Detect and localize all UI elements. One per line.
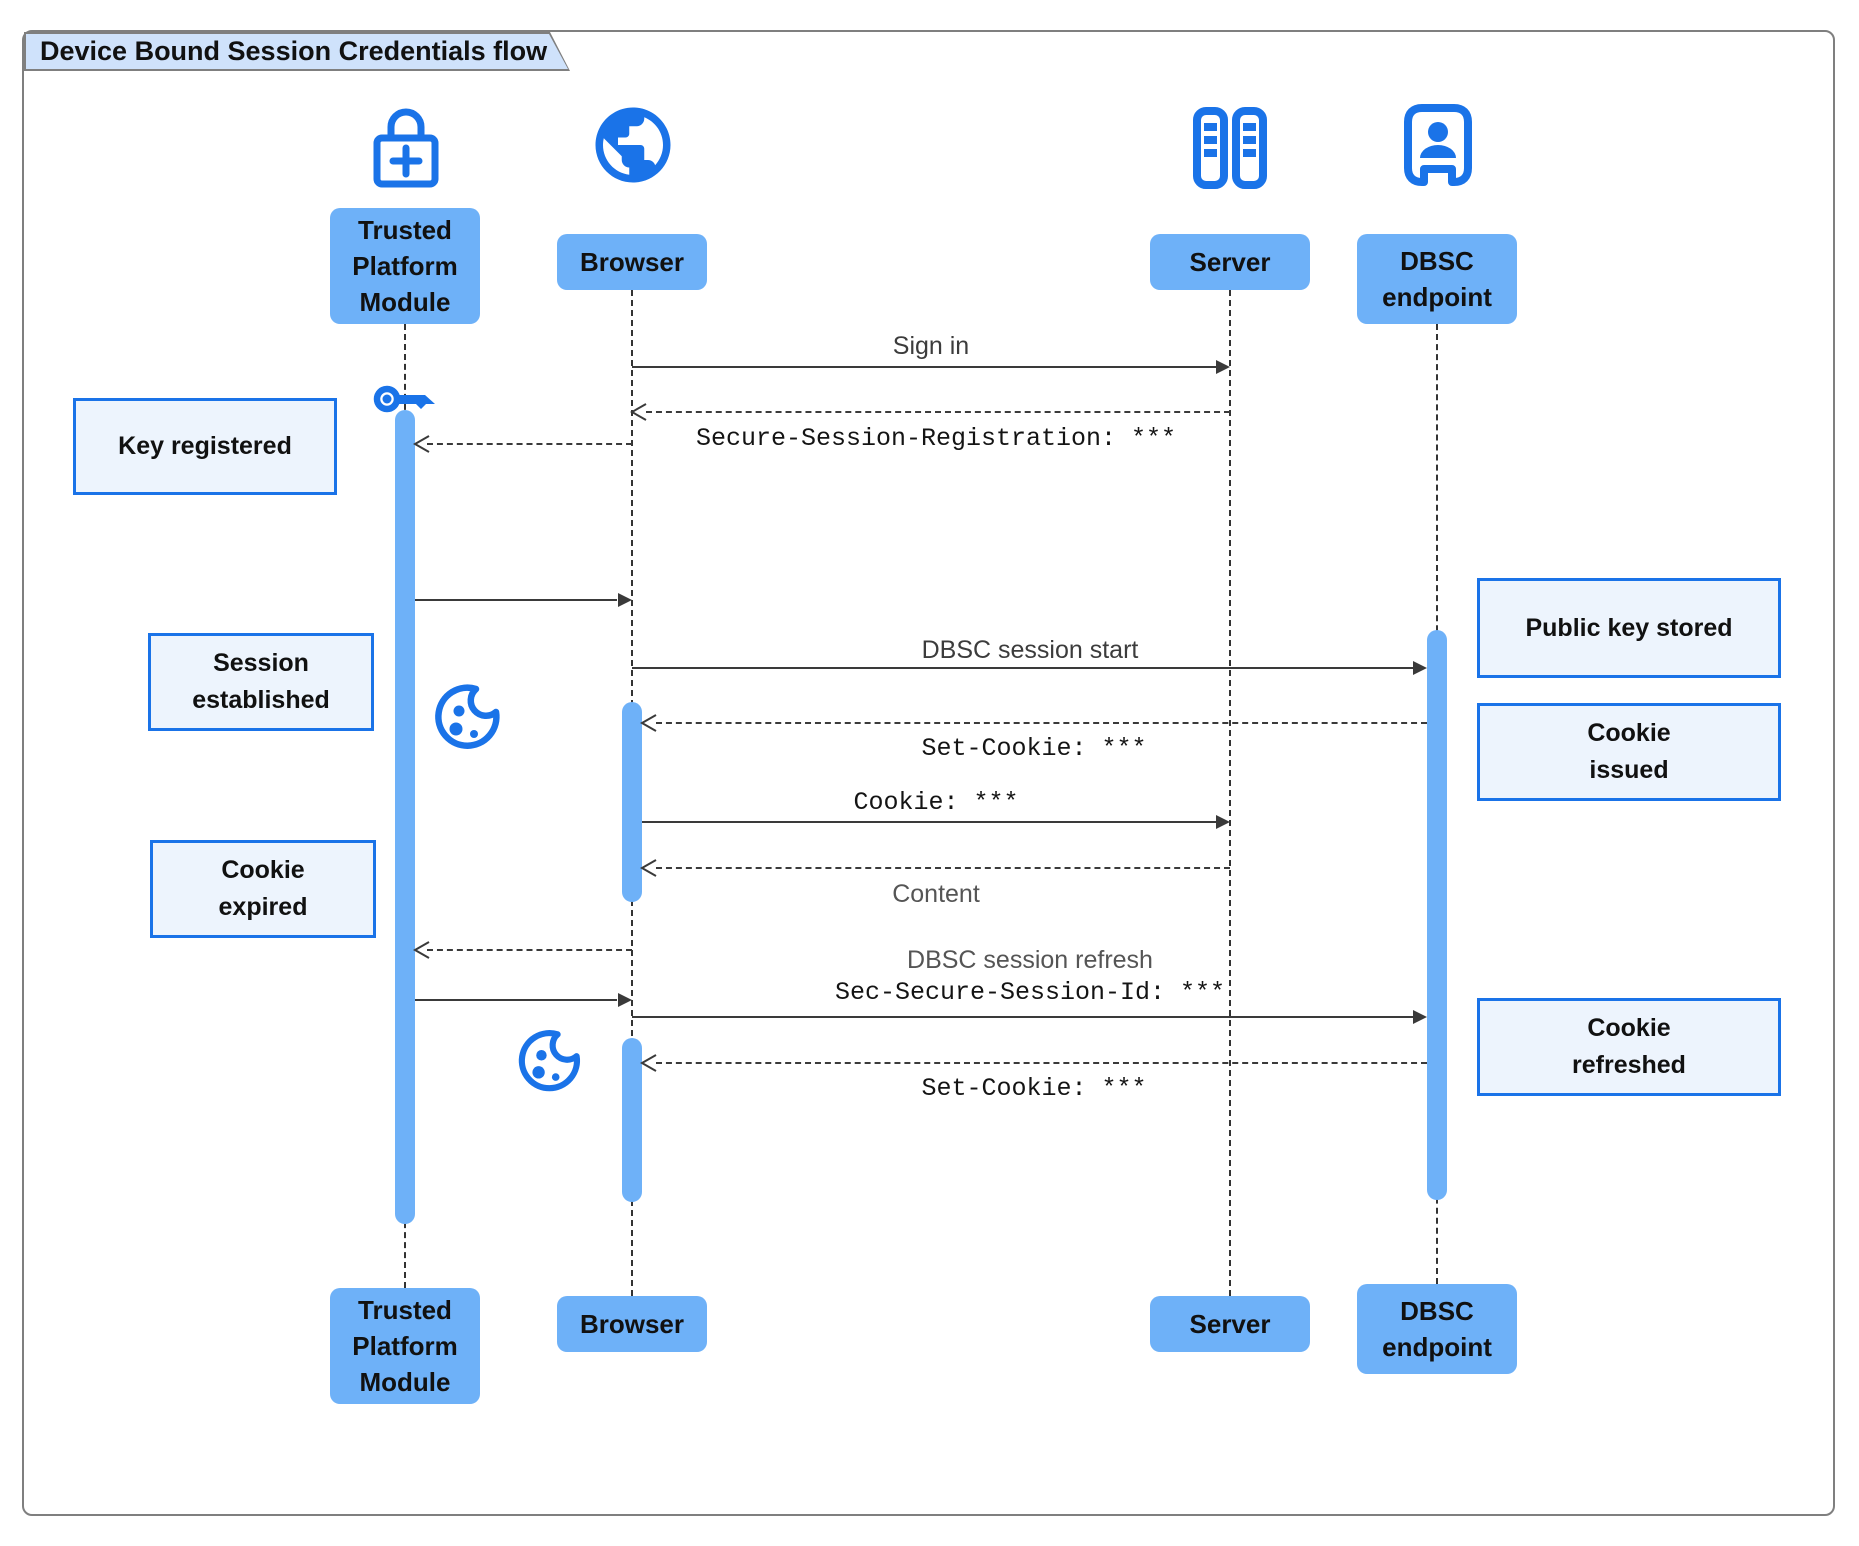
- arrow-sign-in: [632, 366, 1217, 368]
- activation-browser-1: [622, 702, 642, 902]
- message-secure-session-registration: Secure-Session-Registration: ***: [695, 424, 1177, 453]
- arrow-set-cookie-1: [656, 722, 1427, 724]
- note-public-key-stored: Public key stored: [1477, 578, 1781, 678]
- participant-label-tpm-top: Trusted Platform Module: [330, 208, 480, 324]
- arrow-set-cookie-2: [656, 1062, 1427, 1064]
- lock-plus-icon: [373, 108, 439, 188]
- arrowhead-icon: [1413, 1010, 1427, 1024]
- open-arrowhead-icon: [412, 435, 430, 453]
- arrow-tpm-to-browser-2: [415, 999, 617, 1001]
- message-content: Content: [892, 880, 980, 908]
- message-cookie: Cookie: ***: [853, 788, 1019, 817]
- participant-label-dbsc-top: DBSC endpoint: [1357, 234, 1517, 324]
- activation-dbsc: [1427, 630, 1447, 1200]
- participant-label-server-bottom: Server: [1150, 1296, 1310, 1352]
- open-arrowhead-icon: [639, 1054, 657, 1072]
- arrow-dbsc-session-refresh: [632, 1016, 1414, 1018]
- participant-label-server-top: Server: [1150, 234, 1310, 290]
- message-sign-in: Sign in: [892, 332, 970, 360]
- arrow-secure-session-registration: [646, 411, 1230, 413]
- door-user-icon: [1404, 104, 1472, 186]
- arrowhead-icon: [618, 593, 632, 607]
- arrow-content: [656, 867, 1230, 869]
- cookie-icon: [518, 1030, 581, 1092]
- arrow-cookie: [642, 821, 1217, 823]
- note-cookie-issued: Cookie issued: [1477, 703, 1781, 801]
- lifeline-server: [1229, 290, 1231, 1296]
- participant-label-tpm-bottom: Trusted Platform Module: [330, 1288, 480, 1404]
- open-arrowhead-icon: [629, 403, 647, 421]
- participant-label-dbsc-bottom: DBSC endpoint: [1357, 1284, 1517, 1374]
- key-icon: [373, 385, 435, 413]
- arrow-cookie-expired-request: [427, 949, 632, 951]
- page-title: Device Bound Session Credentials flow: [40, 36, 548, 66]
- participant-label-browser-top: Browser: [557, 234, 707, 290]
- arrowhead-icon: [1216, 360, 1230, 374]
- globe-icon: [595, 107, 671, 183]
- note-session-established: Session established: [148, 633, 374, 731]
- arrow-register-key: [427, 443, 632, 445]
- arrowhead-icon: [618, 993, 632, 1007]
- participant-label-browser-bottom: Browser: [557, 1296, 707, 1352]
- message-dbsc-session-refresh: DBSC session refresh: [907, 946, 1153, 974]
- arrow-dbsc-session-start: [632, 667, 1414, 669]
- arrowhead-icon: [1216, 815, 1230, 829]
- note-cookie-refreshed: Cookie refreshed: [1477, 998, 1781, 1096]
- message-set-cookie-1: Set-Cookie: ***: [921, 734, 1147, 763]
- diagram-title-tab: Device Bound Session Credentials flow: [24, 32, 570, 71]
- arrowhead-icon: [1413, 661, 1427, 675]
- message-set-cookie-2: Set-Cookie: ***: [921, 1074, 1147, 1103]
- message-dbsc-session-start: DBSC session start: [921, 636, 1139, 664]
- message-sec-secure-session-id: Sec-Secure-Session-Id: ***: [834, 978, 1226, 1007]
- arrow-tpm-to-browser-1: [415, 599, 617, 601]
- open-arrowhead-icon: [412, 941, 430, 959]
- server-racks-icon: [1193, 107, 1267, 189]
- note-key-registered: Key registered: [73, 398, 337, 495]
- open-arrowhead-icon: [639, 714, 657, 732]
- diagram-frame: [22, 30, 1835, 1516]
- activation-browser-2: [622, 1038, 642, 1202]
- cookie-icon: [435, 684, 500, 749]
- open-arrowhead-icon: [639, 859, 657, 877]
- note-cookie-expired: Cookie expired: [150, 840, 376, 938]
- activation-tpm: [395, 410, 415, 1224]
